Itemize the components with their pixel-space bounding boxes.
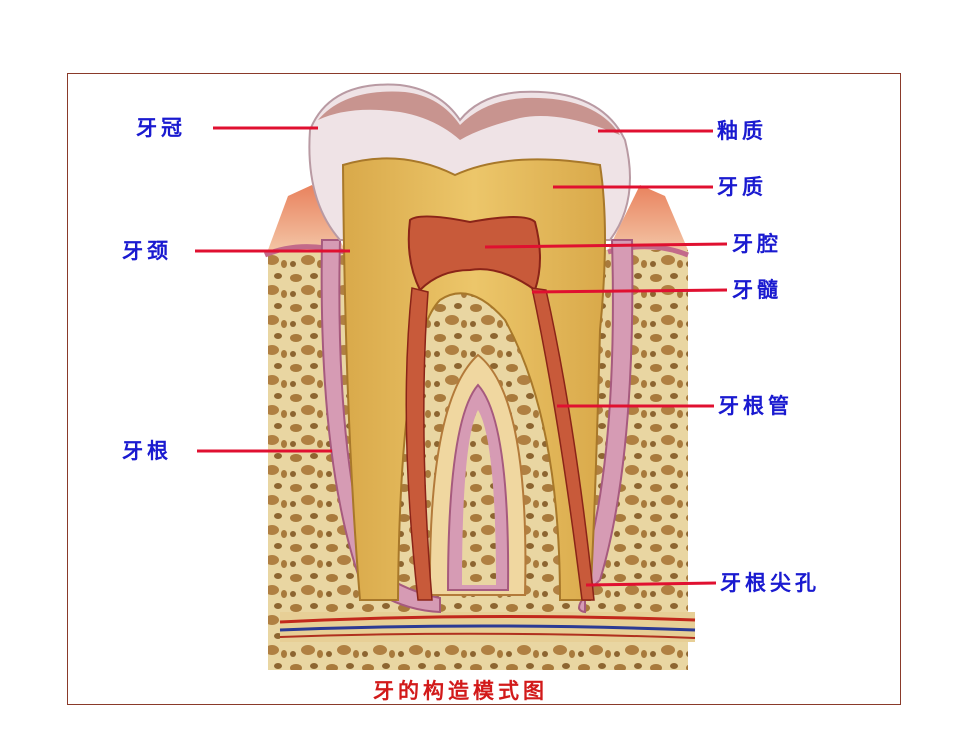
- label-dentin: 牙质: [717, 174, 767, 199]
- label-crown: 牙冠: [136, 115, 186, 140]
- leader-line-pulp-cavity: [484, 242, 728, 249]
- label-neck: 牙颈: [122, 238, 172, 263]
- label-root: 牙根: [122, 438, 172, 463]
- jaw-vessel-band: [279, 612, 696, 642]
- label-pulp-cavity: 牙腔: [732, 231, 782, 256]
- label-apical-foramen: 牙根尖孔: [720, 570, 820, 595]
- leader-line-pulp: [531, 288, 728, 294]
- interradicular-septum: [428, 353, 527, 596]
- pulp-cavity: [405, 215, 595, 601]
- label-root-canal: 牙根管: [718, 393, 793, 418]
- figure-caption: 牙的构造模式图: [373, 678, 548, 703]
- leader-line-apical-foramen: [585, 581, 717, 587]
- label-pulp: 牙髓: [732, 277, 782, 302]
- leader-lines: [195, 126, 728, 587]
- label-enamel: 釉质: [717, 118, 767, 143]
- diagram-frame: [67, 73, 901, 705]
